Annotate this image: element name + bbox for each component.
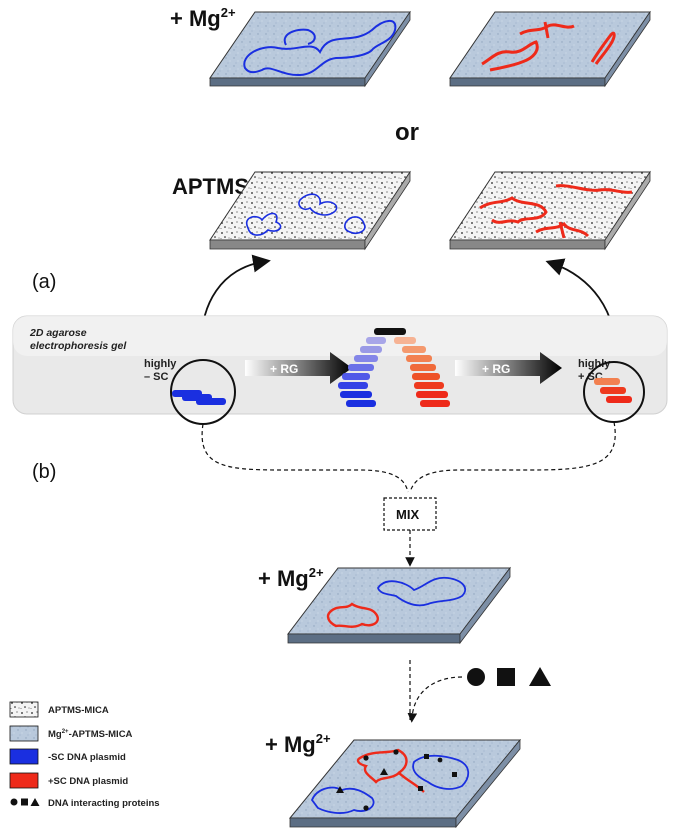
mg-slab-top-left bbox=[209, 10, 411, 88]
legend-square-icon bbox=[21, 798, 28, 806]
panel-b-label: (b) bbox=[32, 461, 56, 483]
svg-text:-SC DNA plasmid: -SC DNA plasmid bbox=[48, 752, 126, 763]
svg-text:DNA interacting proteins: DNA interacting proteins bbox=[48, 798, 160, 809]
legend: APTMS-MICA Mg2+-APTMS-MICA -SC DNA plasm… bbox=[9, 701, 160, 809]
neg-sc-plasmid-relaxed bbox=[243, 20, 397, 77]
gel-title-line1: 2D agarose bbox=[29, 327, 87, 339]
aptms-slab-right bbox=[449, 170, 651, 251]
mg-label-final: + Mg2+ bbox=[265, 731, 331, 757]
pos-sc-plasmid-aptms-2 bbox=[479, 196, 548, 224]
svg-text:+SC DNA plasmid: +SC DNA plasmid bbox=[48, 776, 128, 787]
aptms-slab-left bbox=[209, 170, 411, 251]
dashed-from-neg-sc bbox=[201, 423, 409, 493]
pos-sc-plasmid-aptms-3 bbox=[535, 221, 590, 239]
pos-sc-plasmid-compact-1 bbox=[481, 40, 539, 72]
mg-slab-mixed bbox=[286, 566, 512, 645]
neg-sc-plasmid-final-1 bbox=[310, 786, 375, 814]
gel-2d-pattern bbox=[338, 328, 450, 407]
legend-item-pos-sc: +SC DNA plasmid bbox=[9, 772, 128, 789]
legend-circle-icon bbox=[10, 798, 18, 806]
legend-item-aptms: APTMS-MICA bbox=[9, 701, 109, 718]
rg-arrow-left bbox=[245, 352, 352, 384]
aptms-label: APTMS bbox=[172, 174, 249, 199]
rg-label-left: + RG bbox=[270, 362, 298, 376]
svg-text:Mg2+-APTMS-MICA: Mg2+-APTMS-MICA bbox=[48, 729, 133, 740]
panel-a-label: (a) bbox=[32, 271, 56, 293]
legend-item-proteins: DNA interacting proteins bbox=[10, 798, 160, 809]
gel-title-line2: electrophoresis gel bbox=[30, 340, 127, 352]
rg-label-right: + RG bbox=[482, 362, 510, 376]
protein-shapes bbox=[467, 667, 551, 686]
mg-slab-top-right bbox=[449, 10, 651, 88]
mix-label: MIX bbox=[396, 507, 419, 522]
neg-sc-label-line1: highly bbox=[144, 358, 177, 370]
triangle-protein-icon bbox=[529, 667, 551, 686]
legend-item-mg: Mg2+-APTMS-MICA bbox=[9, 725, 133, 742]
pos-sc-plasmid-mixed bbox=[326, 602, 379, 628]
pos-sc-label-line1: highly bbox=[578, 358, 611, 370]
circle-protein-icon bbox=[467, 668, 485, 686]
neg-sc-plasmid-mixed bbox=[377, 576, 467, 607]
legend-item-neg-sc: -SC DNA plasmid bbox=[9, 748, 126, 765]
or-label: or bbox=[395, 119, 419, 146]
neg-sc-plasmid-aptms-2 bbox=[298, 193, 338, 216]
pos-sc-plasmid-aptms-1 bbox=[555, 184, 633, 194]
neg-sc-label-line2: – SC bbox=[144, 371, 169, 383]
pos-sc-plasmid-compact-3 bbox=[590, 31, 616, 65]
svg-text:APTMS-MICA: APTMS-MICA bbox=[48, 705, 109, 716]
neg-sc-bands bbox=[172, 390, 226, 405]
neg-sc-plasmid-final-2 bbox=[412, 754, 470, 790]
neg-sc-plasmid-aptms-1 bbox=[245, 212, 282, 236]
proteins-arrow-curve bbox=[407, 676, 463, 723]
rg-arrow-right bbox=[455, 352, 562, 384]
mg-label-top: + Mg2+ bbox=[170, 5, 236, 31]
pos-sc-bands bbox=[594, 378, 632, 403]
neg-sc-plasmid-aptms-3 bbox=[344, 216, 366, 235]
mg-label-mixed: + Mg2+ bbox=[258, 565, 324, 591]
square-protein-icon bbox=[497, 668, 515, 686]
dashed-from-pos-sc bbox=[409, 421, 616, 493]
mg-slab-final bbox=[288, 738, 522, 829]
pos-sc-plasmid-compact-2 bbox=[519, 21, 575, 39]
legend-triangle-icon bbox=[30, 798, 40, 806]
